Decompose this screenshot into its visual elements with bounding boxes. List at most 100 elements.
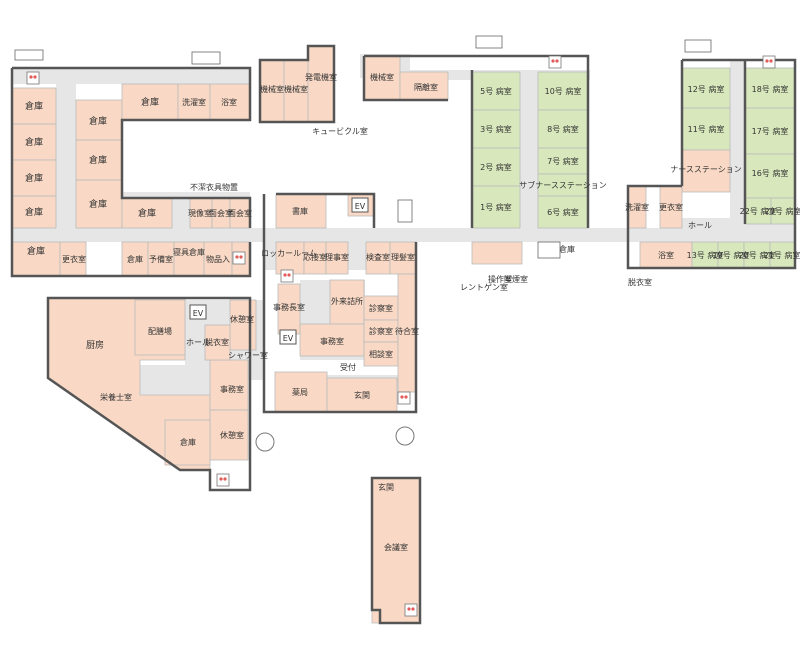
room-label: 書庫 <box>292 206 308 216</box>
room-label: 事務室 <box>220 384 244 394</box>
room-label: 発電機室 <box>305 72 337 82</box>
stairs-icon <box>684 39 712 53</box>
room-label: 診察室 <box>369 303 393 313</box>
room-label: 玄関 <box>354 390 370 400</box>
room-label: 16号 病室 <box>752 168 789 178</box>
room-label: 機械室 <box>284 84 308 94</box>
room-label: 浴室 <box>658 250 674 260</box>
ev-icon: EV <box>189 304 207 320</box>
room-label: 洗濯室 <box>625 202 649 212</box>
room-label: ホール <box>186 338 210 347</box>
room-label: 倉庫 <box>25 206 43 218</box>
room-label: 薬局 <box>292 387 308 397</box>
room-label: 検査室 <box>366 252 390 262</box>
room-label: ナースステーション <box>670 165 741 174</box>
room-label: 10号 病室 <box>545 86 582 96</box>
svg-text:EV: EV <box>355 202 366 211</box>
room-label: 応接室 <box>303 252 327 262</box>
room-label: 6号 病室 <box>547 207 579 217</box>
kitchen-block <box>46 296 257 492</box>
restroom-icon <box>404 603 418 617</box>
room-label: 22号 病室 <box>740 206 777 216</box>
room-label: 隔離室 <box>414 82 438 92</box>
room-label: 現像室 <box>188 208 212 218</box>
room-label: 予備室 <box>149 254 173 264</box>
room-label: 倉庫 <box>25 136 43 148</box>
restroom-icon <box>26 71 40 85</box>
room-label: 倉庫 <box>89 198 107 210</box>
room-label: 面会室 <box>228 208 252 218</box>
room-label: キュービクル室 <box>312 126 368 136</box>
room-label: 相談室 <box>369 349 393 359</box>
spiral-stairs-icon <box>395 426 415 446</box>
room-label: 2号 病室 <box>480 162 512 172</box>
room-label: 脱衣室 <box>628 277 652 287</box>
room-label: 8号 病室 <box>547 124 579 134</box>
room-label: 事務長室 <box>273 302 305 312</box>
room-label: 事務室 <box>320 336 344 346</box>
room-label: 受付 <box>340 362 356 372</box>
room-label: 不潔衣具物置 <box>190 182 238 192</box>
restroom-icon <box>548 55 562 69</box>
room-label: 19号 病室 <box>713 250 750 260</box>
stairs-icon <box>191 51 221 65</box>
stairs-icon <box>14 49 44 61</box>
room-label: 休憩室 <box>220 430 244 440</box>
room-label: 理事室 <box>325 252 349 262</box>
room-label: 寝具倉庫 <box>173 247 205 257</box>
ev-icon: EV <box>279 329 297 345</box>
room-label: サブナースステーション <box>519 180 606 190</box>
room-label: 洗濯室 <box>182 97 206 107</box>
room-label: 喫煙室 <box>504 274 528 284</box>
room-label: 7号 病室 <box>547 156 579 166</box>
room-label: 倉庫 <box>25 100 43 112</box>
spiral-stairs-icon <box>255 432 275 452</box>
room-label: 更衣室 <box>659 202 683 212</box>
center-north-block <box>362 54 590 265</box>
room-label: 3号 病室 <box>480 124 512 134</box>
central-block <box>262 192 418 414</box>
ev-icon: EV <box>351 197 369 213</box>
stairs-icon <box>537 241 561 259</box>
room-label: 外来詰所 <box>331 296 363 306</box>
room-label: ホール <box>688 221 712 230</box>
room-label: 浴室 <box>221 97 237 107</box>
room-label: 理髪室 <box>391 252 415 262</box>
svg-text:EV: EV <box>283 334 294 343</box>
room-label: 倉庫 <box>89 115 107 127</box>
room-label: 21号 病室 <box>764 250 800 260</box>
stairs-icon <box>397 199 413 223</box>
room-label: 配膳場 <box>148 326 172 336</box>
room-label: 倉庫 <box>138 207 156 219</box>
room-label: 脱衣室 <box>205 337 229 347</box>
east-wing <box>626 58 797 270</box>
room-label: 17号 病室 <box>752 126 789 136</box>
room-label: 機械室 <box>370 72 394 82</box>
room-label: 倉庫 <box>141 96 159 108</box>
room-label: 11号 病室 <box>688 124 725 134</box>
room-label: 倉庫 <box>25 172 43 184</box>
room-label: 更衣室 <box>62 254 86 264</box>
room-label: 操作室 <box>488 274 512 284</box>
room-label: 23号 病室 <box>765 206 800 216</box>
room-label: 1号 病室 <box>480 202 512 212</box>
room-label: 5号 病室 <box>480 86 512 96</box>
stairs-icon <box>475 35 503 49</box>
restroom-icon <box>762 55 776 69</box>
restroom-icon <box>397 391 411 405</box>
room-label: 厨房 <box>86 339 104 351</box>
room-label: 倉庫 <box>89 154 107 166</box>
restroom-icon <box>280 269 294 283</box>
room-label: レントゲン室 <box>460 282 508 292</box>
room-label: 倉庫 <box>180 437 196 447</box>
west-wing <box>10 66 252 278</box>
room-label: 12号 病室 <box>688 84 725 94</box>
room-label: 18号 病室 <box>752 84 789 94</box>
room-label: 20号 病室 <box>739 250 776 260</box>
room-label: 待合室 <box>395 326 419 336</box>
room-label: 倉庫 <box>127 254 143 264</box>
room-label: 診察室 <box>369 326 393 336</box>
room-label: 倉庫 <box>27 245 45 257</box>
restroom-icon <box>232 251 246 265</box>
